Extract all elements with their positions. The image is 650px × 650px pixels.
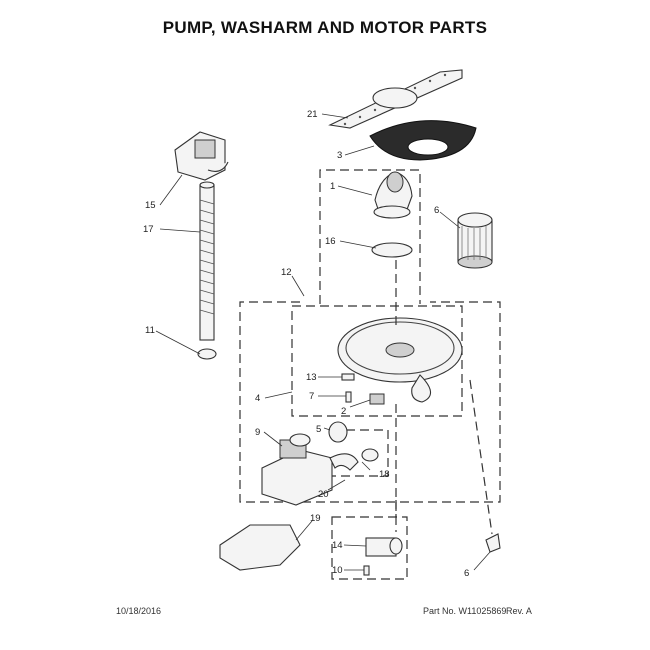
callout-2: 2 (341, 406, 347, 417)
drain-pump-part[interactable] (174, 131, 229, 181)
elbow-hose-part[interactable] (329, 453, 359, 471)
callout-3: 3 (337, 150, 343, 161)
assembly-outlines (239, 169, 501, 580)
callout-6-upper: 6 (434, 205, 440, 216)
callout-6-lower: 6 (464, 568, 470, 579)
part-10[interactable] (363, 565, 370, 576)
callout-7: 7 (309, 391, 315, 402)
callout-19: 19 (310, 513, 321, 524)
part-13[interactable] (341, 373, 355, 381)
hose-clamp-part[interactable] (197, 348, 217, 360)
sump-part[interactable] (337, 317, 463, 403)
filter-axis (469, 379, 493, 535)
pump-housing-part[interactable] (373, 171, 413, 219)
callout-13: 13 (306, 372, 317, 383)
callout-20: 20 (318, 489, 329, 500)
callout-21: 21 (307, 109, 318, 120)
clamp-part-18[interactable] (361, 448, 379, 462)
page-title: PUMP, WASHARM AND MOTOR PARTS (162, 18, 488, 37)
drain-hose-part[interactable] (199, 181, 215, 341)
callout-4: 4 (255, 393, 261, 404)
callout-11: 11 (145, 325, 155, 336)
callout-16: 16 (325, 236, 336, 247)
part-6-lower[interactable] (485, 533, 501, 553)
wash-arm-part[interactable] (328, 69, 463, 129)
footer-part-number: Part No. W11025869 (423, 606, 507, 616)
callout-5: 5 (316, 424, 322, 435)
gasket-part[interactable] (328, 421, 348, 443)
callout-10: 10 (332, 565, 343, 576)
part-2[interactable] (369, 393, 385, 405)
filter-part[interactable] (457, 212, 493, 269)
mounting-bracket-part[interactable] (219, 524, 301, 571)
callout-17: 17 (143, 224, 154, 235)
callout-18: 18 (379, 469, 390, 480)
leader-lines (155, 113, 491, 571)
callout-12: 12 (281, 267, 292, 278)
seal-part[interactable] (371, 242, 413, 258)
circulation-motor-part[interactable] (261, 433, 333, 506)
callout-1: 1 (330, 181, 336, 192)
part-7[interactable] (345, 391, 352, 403)
callout-15: 15 (145, 200, 156, 211)
deflector-part[interactable] (369, 120, 477, 161)
valve-part[interactable] (365, 537, 403, 557)
callout-9: 9 (255, 427, 261, 438)
callout-14: 14 (332, 540, 343, 551)
footer-revision: Rev. A (506, 606, 532, 616)
footer-date: 10/18/2016 (116, 606, 162, 616)
